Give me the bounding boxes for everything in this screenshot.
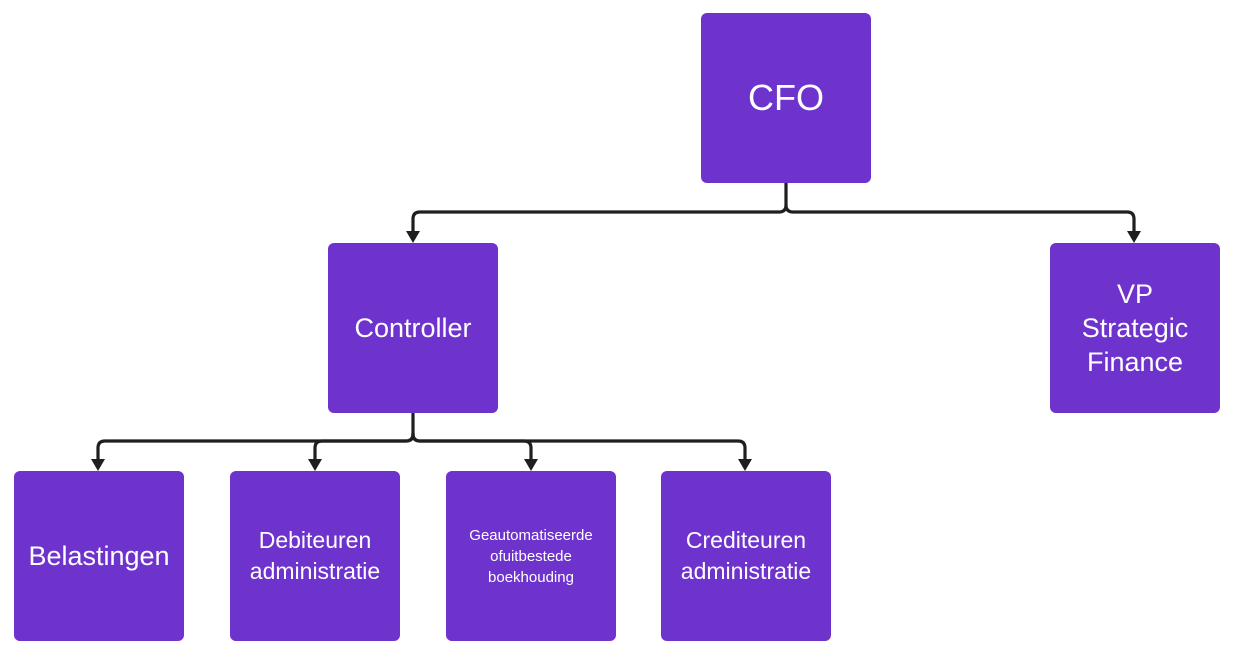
connector-controller-belastingen [96,432,415,461]
connector-cfo-vp [784,203,1136,233]
arrow-crediteuren [738,459,752,471]
connector-cfo-controller [411,181,788,233]
arrow-geautomatiseerde [524,459,538,471]
node-debiteuren-administratie: Debiteuren administratie [230,471,400,641]
arrow-controller [406,231,420,243]
node-label-crediteuren: Crediteuren administratie [680,527,812,584]
node-geautomatiseerde-boekhouding: Geautomatiseerde ofuitbestede boekhoudin… [446,471,616,641]
node-label-vp-strategic-finance: VP Strategic Finance [1081,279,1189,377]
node-label-geautomatiseerde: Geautomatiseerde ofuitbestede boekhoudin… [469,526,593,586]
node-label-belastingen: Belastingen [28,541,170,571]
connector-controller-debiteuren [313,432,415,461]
node-belastingen: Belastingen [14,471,184,641]
node-label-controller: Controller [354,313,472,343]
node-crediteuren-administratie: Crediteuren administratie [661,471,831,641]
node-vp-strategic-finance: VP Strategic Finance [1050,243,1220,413]
node-cfo: CFO [701,13,871,183]
arrow-vp [1127,231,1141,243]
arrow-debiteuren [308,459,322,471]
connector-controller-geautomatiseerde [411,432,533,461]
arrow-belastingen [91,459,105,471]
node-label-debiteuren: Debiteuren administratie [249,527,381,584]
node-label-cfo: CFO [748,77,824,118]
node-controller: Controller [328,243,498,413]
connector-controller-crediteuren [411,432,747,461]
